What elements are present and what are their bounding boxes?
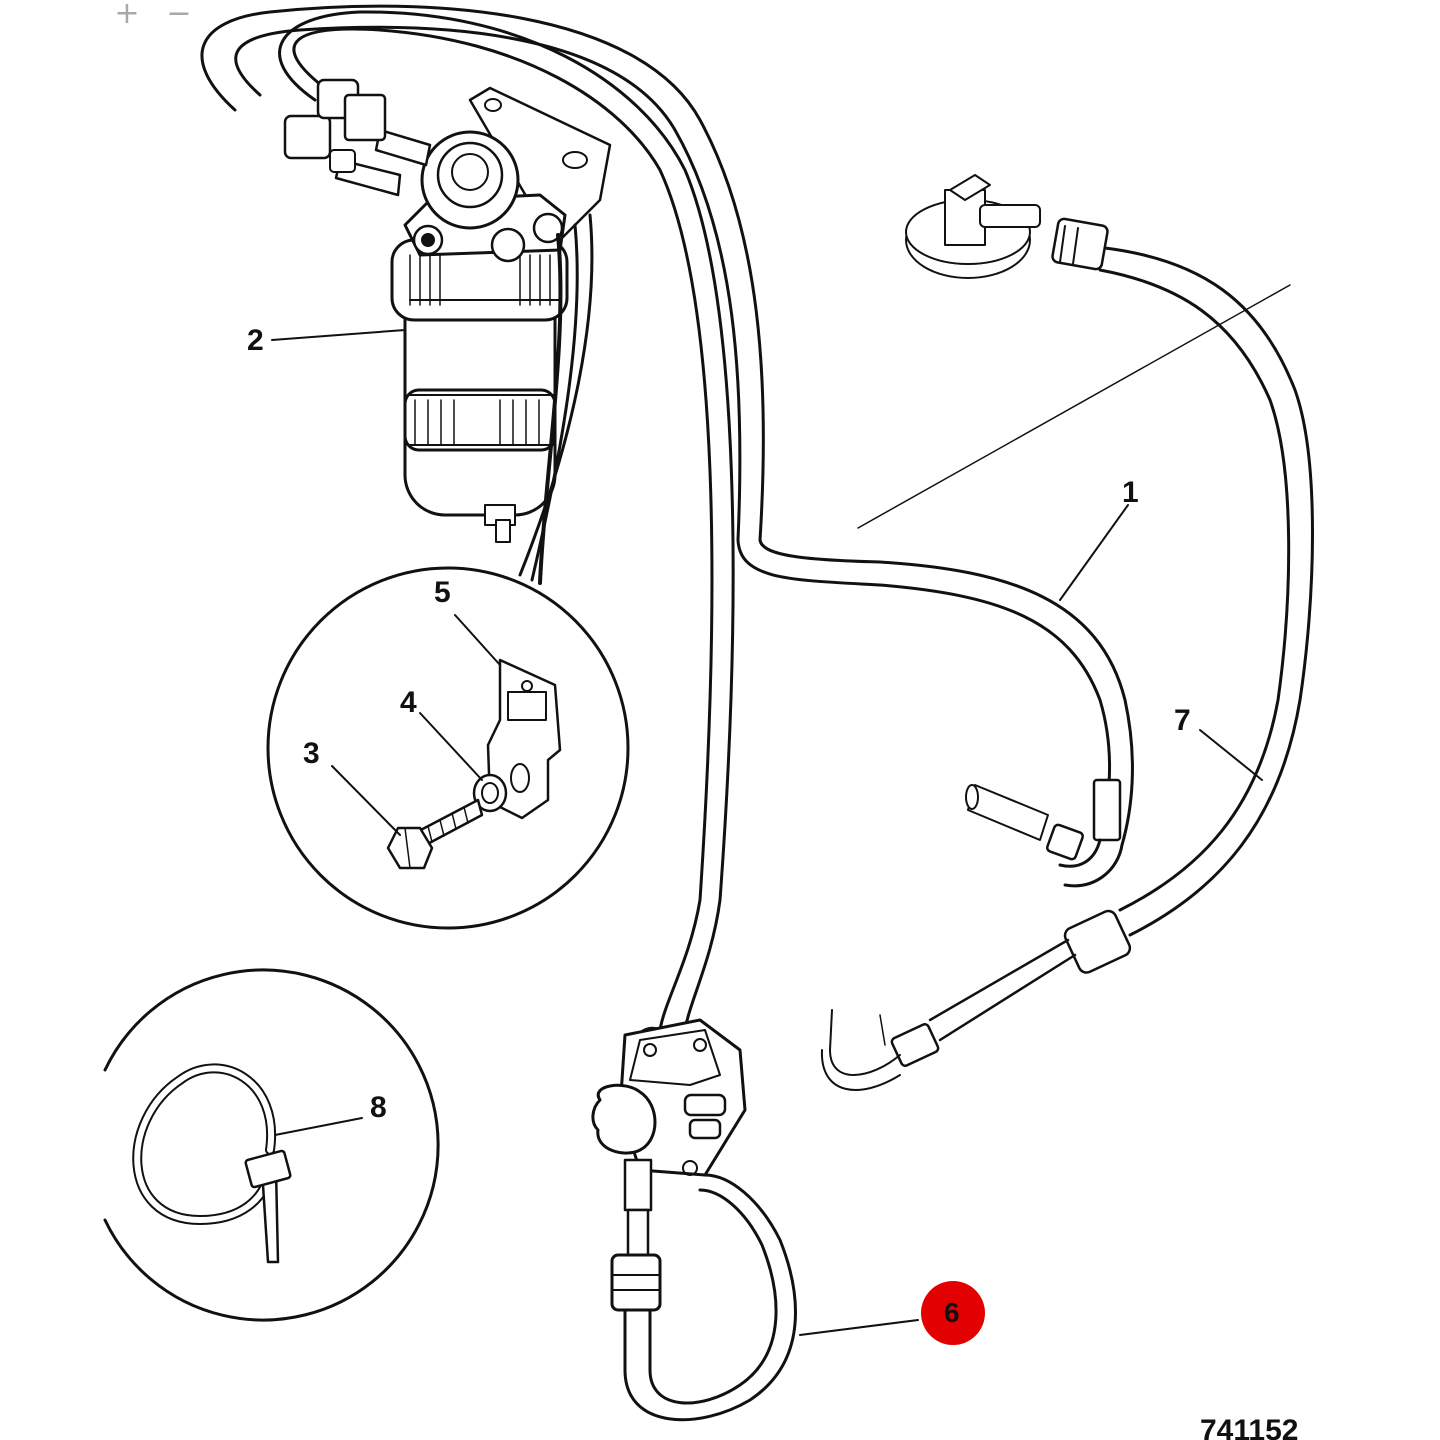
fuel-filter bbox=[283, 78, 612, 543]
viewer-left-margin bbox=[0, 0, 100, 1440]
callout-7: 7 bbox=[1174, 704, 1191, 737]
hose-top-loop-inner bbox=[278, 10, 735, 1032]
zoom-controls: + − bbox=[112, 0, 194, 29]
zoom-out-button[interactable]: − bbox=[164, 0, 194, 29]
leader-lines bbox=[271, 329, 1263, 1336]
hose-7 bbox=[1098, 246, 1314, 937]
zoom-in-button[interactable]: + bbox=[112, 0, 142, 29]
detail-circle-cable-tie bbox=[103, 968, 440, 1322]
diagram-reference-number: 741152 bbox=[1200, 1414, 1298, 1440]
fuel-inlet-pipe bbox=[965, 784, 1085, 861]
lower-right-connector bbox=[820, 909, 1132, 1091]
tank-outline bbox=[857, 284, 1291, 529]
tank-sender-unit bbox=[905, 174, 1109, 279]
callout-5: 5 bbox=[434, 576, 451, 609]
detail-circle-bracket bbox=[266, 566, 630, 930]
hose-1 bbox=[736, 538, 1134, 888]
callout-4: 4 bbox=[400, 686, 417, 719]
highlight-marker bbox=[921, 1281, 985, 1345]
callout-2: 2 bbox=[247, 324, 264, 357]
fuel-pump bbox=[591, 1018, 747, 1312]
hose-top-loop-outer bbox=[200, 4, 765, 542]
callout-6: 6 bbox=[944, 1297, 960, 1328]
hose-6 bbox=[623, 1173, 797, 1422]
callout-6-highlight[interactable]: 6 bbox=[921, 1281, 985, 1345]
callout-8: 8 bbox=[370, 1091, 387, 1124]
callout-1: 1 bbox=[1122, 476, 1139, 509]
callout-3: 3 bbox=[303, 737, 320, 770]
bracket-tie-1 bbox=[518, 213, 594, 577]
